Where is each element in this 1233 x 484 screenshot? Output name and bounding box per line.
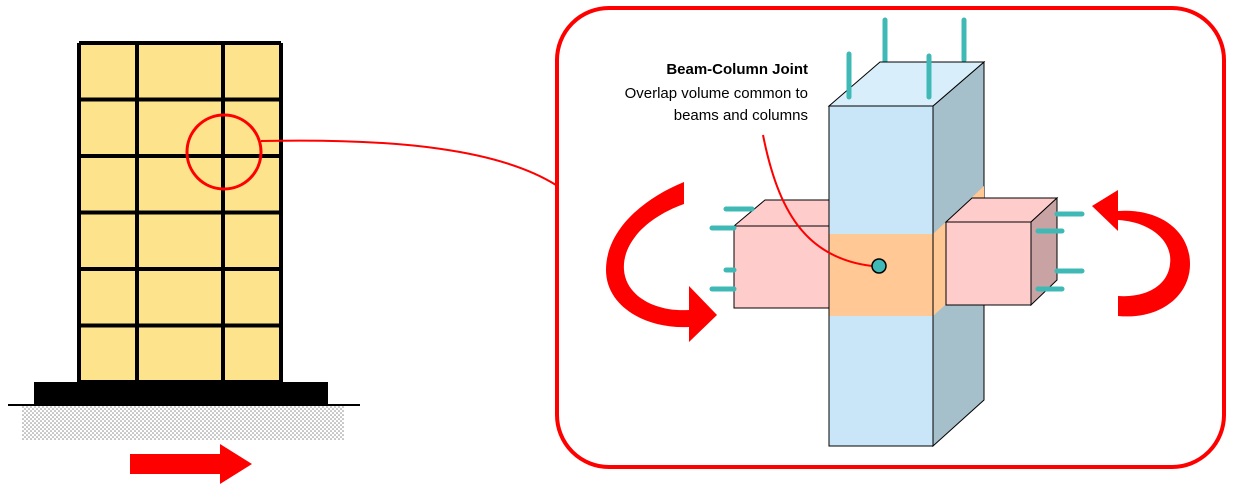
- moment-left-curved-arrow-icon: [606, 182, 717, 342]
- ground-motion-arrow-icon: [130, 444, 252, 484]
- callout-connector-line: [260, 139, 557, 186]
- right-beam-rebar: [1035, 211, 1085, 292]
- foundation-slab: [34, 382, 328, 404]
- right-beam: [944, 196, 1085, 307]
- column-rebar-back: [882, 17, 967, 65]
- moment-right-curved-arrow-icon: [1092, 190, 1190, 317]
- joint-label-line2: beams and columns: [674, 107, 808, 124]
- right-beam-front: [945, 221, 1032, 306]
- joint-highlight-circle: [185, 113, 263, 191]
- joint-detail-panel: Beam-Column Joint Overlap volume common …: [555, 6, 1226, 469]
- ground-soil: [22, 405, 344, 440]
- joint-zone-front: [829, 234, 933, 316]
- left-beam: [709, 199, 830, 309]
- joint-label-line1: Overlap volume common to: [625, 85, 808, 102]
- joint-label-title: Beam-Column Joint: [666, 61, 808, 78]
- joint-leader-line: [762, 134, 873, 267]
- building-elevation: [8, 41, 360, 484]
- left-beam-rebar: [709, 206, 755, 292]
- left-beam-front: [733, 225, 830, 309]
- column-rebar-front: [846, 51, 932, 100]
- joint-label: Beam-Column Joint Overlap volume common …: [625, 61, 808, 124]
- joint-center-marker: [871, 258, 887, 274]
- building-frame: [77, 41, 283, 384]
